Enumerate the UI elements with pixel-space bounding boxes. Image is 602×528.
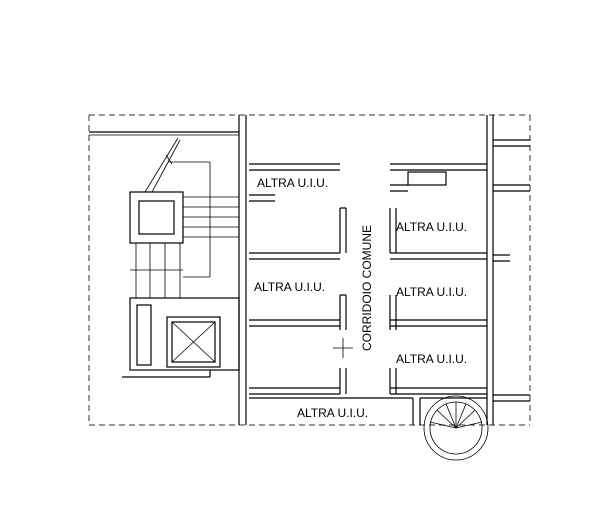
right-units-walls [389,115,530,425]
plan-boundary [88,114,531,426]
unit-label-bottom: ALTRA U.I.U. [297,406,368,420]
spiral-stair [423,395,489,461]
unit-label-mid-right: ALTRA U.I.U. [396,285,467,299]
elevator-cross-b [171,321,216,363]
central-wall [238,115,247,425]
unit-label-top-left: ALTRA U.I.U. [257,176,328,190]
stair-block [89,131,240,378]
unit-label-low-right: ALTRA U.I.U. [396,352,467,366]
bottom-unit-walls [249,397,487,425]
left-units-walls [249,163,353,395]
corridor-label: CORRIDOIO COMUNE [360,225,374,351]
unit-label-mid-left: ALTRA U.I.U. [254,280,325,294]
unit-label-top-right: ALTRA U.I.U. [396,220,467,234]
